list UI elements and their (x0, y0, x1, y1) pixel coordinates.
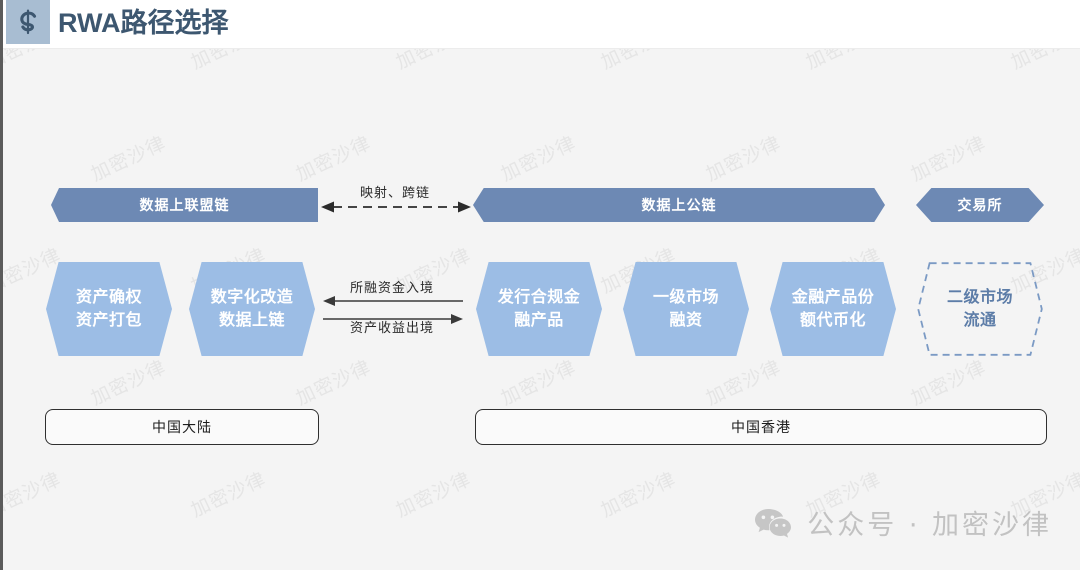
process-step-label: 资产确权 资产打包 (75, 289, 142, 329)
s-logo-icon (6, 0, 50, 44)
banner-consortium-chain[interactable]: 数据上联盟链 (51, 188, 318, 222)
flow-out-arrow-icon (323, 314, 463, 324)
footer-brand: 公众号 · 加密沙律 (753, 503, 1052, 542)
process-step-primary-market[interactable]: 一级市场 融资 (623, 262, 749, 356)
banner-label: 数据上联盟链 (139, 197, 230, 213)
diagram-body: 数据上联盟链 数据上公链 交易所 映射、跨链 资产确权 资产打包 数字化改造 数… (3, 0, 1080, 570)
process-step-label: 金融产品份 额代币化 (791, 289, 875, 329)
process-step-label: 一级市场 融资 (652, 289, 719, 329)
process-step-label: 二级市场 流通 (946, 289, 1013, 329)
process-step-digitalization[interactable]: 数字化改造 数据上链 (189, 262, 315, 356)
region-hong-kong[interactable]: 中国香港 (475, 409, 1047, 445)
flow-out-label: 资产收益出境 (350, 321, 435, 336)
process-step-label: 数字化改造 数据上链 (210, 289, 294, 329)
process-step-label: 发行合规金 融产品 (497, 289, 581, 329)
bridge-label: 映射、跨链 (360, 186, 431, 201)
banner-exchange[interactable]: 交易所 (916, 188, 1044, 222)
process-step-issue-product[interactable]: 发行合规金 融产品 (476, 262, 602, 356)
flow-in-arrow-icon (323, 296, 463, 306)
process-step-asset-rights[interactable]: 资产确权 资产打包 (46, 262, 172, 356)
bridge-double-arrow-icon (321, 201, 471, 213)
banner-public-chain[interactable]: 数据上公链 (473, 188, 885, 222)
page-title: RWA路径选择 (58, 8, 229, 38)
wechat-icon (755, 508, 792, 538)
banner-label: 交易所 (957, 197, 1003, 213)
region-mainland-china[interactable]: 中国大陆 (45, 409, 319, 445)
process-step-tokenization[interactable]: 金融产品份 额代币化 (770, 262, 896, 356)
footer-text: 公众号 · 加密沙律 (807, 510, 1052, 541)
flow-in-label: 所融资金入境 (350, 281, 435, 296)
banner-label: 数据上公链 (641, 197, 717, 213)
region-label: 中国香港 (731, 420, 791, 436)
region-label: 中国大陆 (152, 420, 212, 436)
slide-header: RWA路径选择 (3, 0, 1080, 49)
process-step-secondary-market[interactable]: 二级市场 流通 (917, 262, 1043, 356)
